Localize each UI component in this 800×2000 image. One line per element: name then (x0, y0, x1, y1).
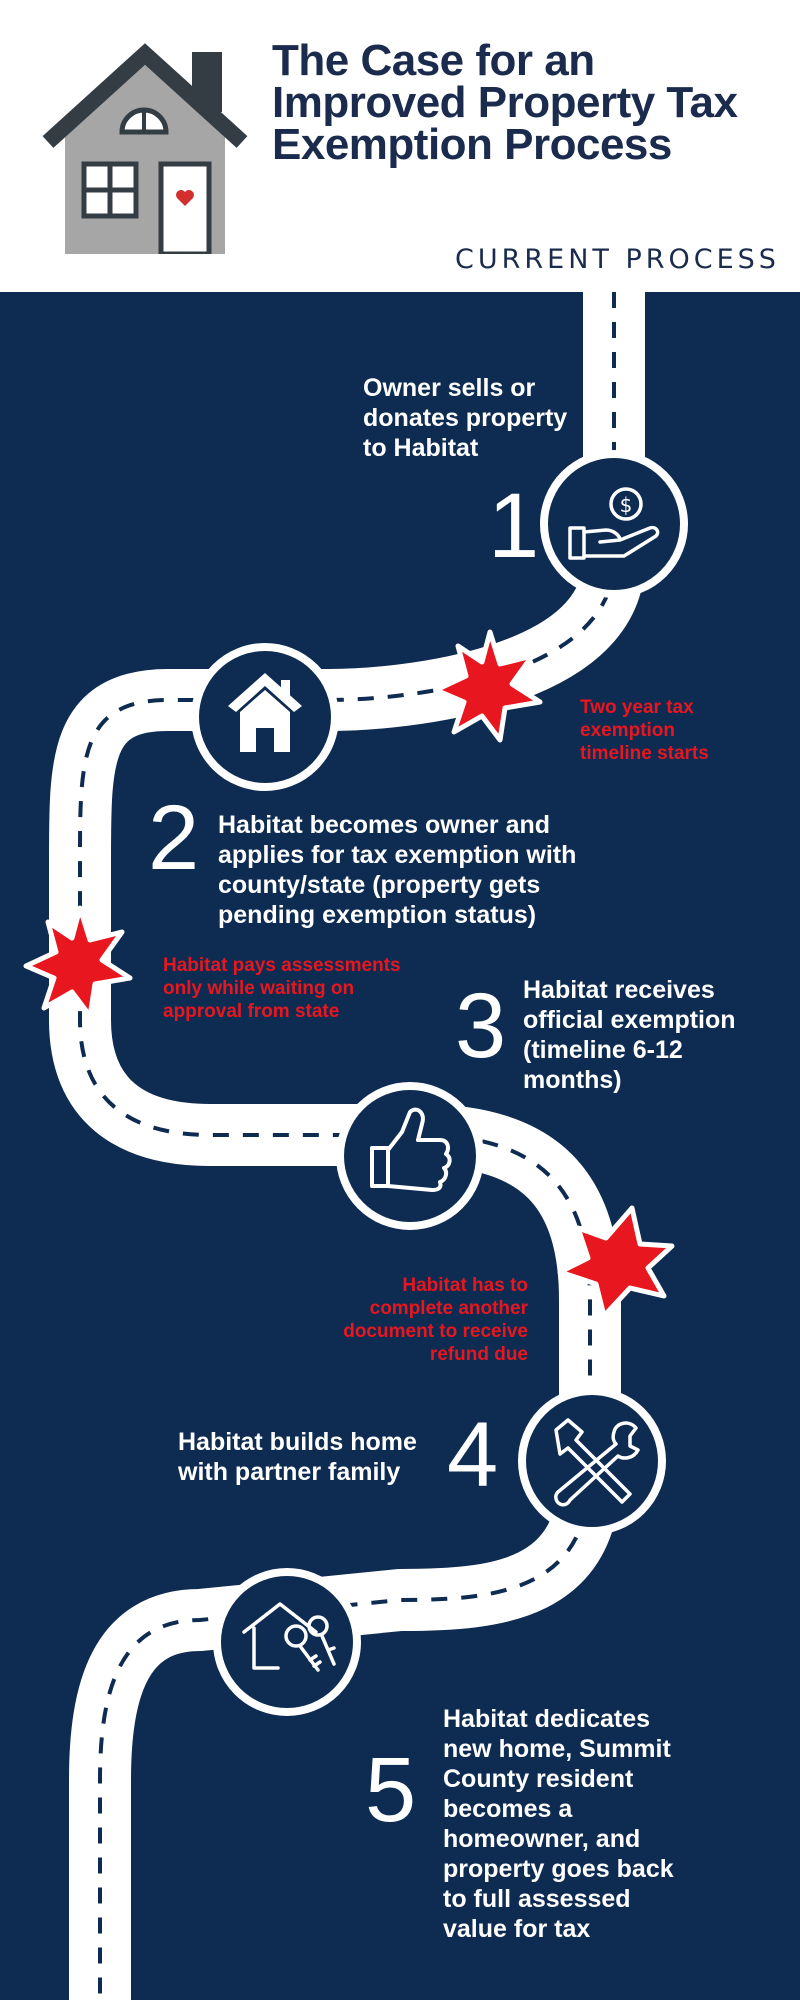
step-4-number: 4 (447, 1404, 499, 1506)
star-burst-2 (23, 905, 133, 1019)
heart-icon (176, 190, 194, 206)
alert-3-text: Habitat has to complete another document… (343, 1275, 528, 1365)
step-4-circle (518, 1387, 666, 1535)
step-3-number: 3 (455, 975, 507, 1077)
step-5-number: 5 (365, 1739, 417, 1841)
star-burst-3 (557, 1205, 675, 1319)
step-3-text: Habitat receives official exemption (tim… (523, 976, 736, 1094)
step-2-text: Habitat becomes owner and applies for ta… (218, 811, 577, 929)
alert-1-text: Two year tax exemption timeline starts (580, 697, 709, 764)
section-subtitle: CURRENT PROCESS (455, 244, 780, 275)
hammer-wrench-icon (554, 1418, 640, 1507)
step-3-circle (336, 1082, 484, 1230)
thumbs-up-icon (370, 1107, 452, 1192)
alert-2-text: Habitat pays assessments only while wait… (163, 955, 401, 1022)
title-line-1: The Case for an (272, 36, 595, 85)
title-line-3: Exemption Process (272, 120, 672, 169)
step-1-circle (540, 450, 688, 598)
house-logo-icon (42, 43, 248, 254)
svg-text:$: $ (620, 493, 633, 517)
step-2-number: 2 (148, 787, 200, 889)
road-path: $ (23, 292, 688, 2000)
step-4-text: Habitat builds home with partner family (178, 1428, 417, 1486)
home-icon (228, 673, 302, 752)
process-panel: $ (0, 292, 800, 2000)
house-keys-icon (242, 1602, 336, 1672)
step-1-text: Owner sells or donates property to Habit… (363, 374, 568, 462)
title-line-2: Improved Property Tax (272, 78, 738, 127)
star-burst-1 (433, 629, 543, 743)
step-5-text: Habitat dedicates new home, Summit Count… (443, 1705, 674, 1943)
header: The Case for an Improved Property Tax Ex… (0, 0, 800, 292)
page-title: The Case for an Improved Property Tax Ex… (272, 39, 792, 169)
hand-coin-icon: $ (568, 487, 660, 560)
step-1-number: 1 (488, 475, 540, 577)
